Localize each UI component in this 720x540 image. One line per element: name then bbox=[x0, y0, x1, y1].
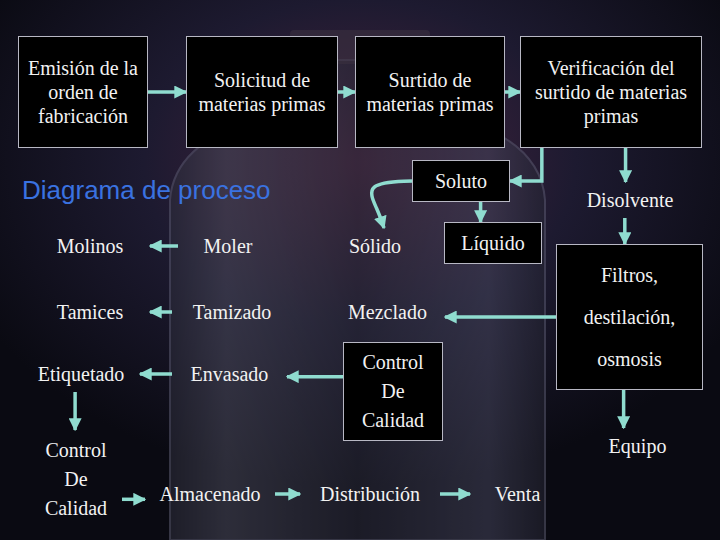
node-label: Almacenado bbox=[159, 482, 260, 506]
node-label: Moler bbox=[204, 234, 253, 258]
process-step: Moler bbox=[178, 228, 278, 264]
node-label: Envasado bbox=[191, 362, 269, 386]
node-label: Filtros, destilación, osmosis bbox=[563, 254, 696, 380]
flow-arrow bbox=[73, 392, 77, 430]
process-box: Surtido de materias primas bbox=[355, 36, 505, 148]
node-label: Molinos bbox=[57, 234, 124, 258]
process-step: Envasado bbox=[172, 356, 287, 392]
flow-arrow bbox=[372, 181, 412, 228]
flow-arrow bbox=[150, 244, 178, 248]
diagram-title: Diagrama de proceso bbox=[22, 174, 271, 206]
node-label: Soluto bbox=[435, 169, 487, 193]
process-box: Verificación del surtido de materias pri… bbox=[520, 36, 702, 148]
node-label: Distribución bbox=[320, 482, 420, 506]
node-label: Mezclado bbox=[348, 300, 427, 324]
flow-arrow bbox=[440, 492, 470, 496]
node-label: Surtido de materias primas bbox=[362, 68, 498, 116]
process-box: Líquido bbox=[444, 222, 542, 264]
node-label: Sólido bbox=[349, 234, 401, 258]
node-label: Tamices bbox=[57, 300, 123, 324]
node-label: Control De Calidad bbox=[350, 348, 436, 435]
process-step: Almacenado bbox=[145, 476, 275, 512]
process-box: Control De Calidad bbox=[343, 342, 443, 441]
process-step: Venta bbox=[470, 476, 565, 512]
process-box: Solicitud de materias primas bbox=[186, 36, 338, 148]
node-label: Solicitud de materias primas bbox=[193, 68, 331, 116]
flow-arrow bbox=[622, 390, 626, 428]
process-step: Distribución bbox=[300, 476, 440, 512]
process-step: Molinos bbox=[30, 228, 150, 264]
flow-arrow bbox=[623, 218, 627, 244]
flow-arrow bbox=[150, 310, 172, 314]
flow-arrow bbox=[624, 148, 628, 182]
process-box: Filtros, destilación, osmosis bbox=[556, 244, 703, 390]
process-step: Sólido bbox=[330, 228, 420, 264]
node-label: Equipo bbox=[609, 434, 667, 458]
process-step: Etiquetado bbox=[22, 356, 140, 392]
node-label: Venta bbox=[495, 482, 541, 506]
flow-arrow bbox=[140, 372, 172, 376]
flow-arrow bbox=[338, 90, 355, 94]
process-step: Tamizado bbox=[172, 294, 292, 330]
process-step: Mezclado bbox=[330, 294, 445, 330]
node-label: Líquido bbox=[461, 231, 524, 255]
flow-arrow bbox=[510, 148, 542, 181]
flow-arrow bbox=[505, 90, 520, 94]
flow-arrow bbox=[122, 498, 145, 502]
node-label: Disolvente bbox=[587, 188, 674, 212]
process-step: Tamices bbox=[30, 294, 150, 330]
process-box: Soluto bbox=[412, 160, 510, 202]
flow-arrow bbox=[275, 492, 300, 496]
flow-arrow bbox=[148, 90, 186, 94]
node-label: Emisión de la orden de fabricación bbox=[25, 56, 141, 128]
node-label: Verificación del surtido de materias pri… bbox=[527, 56, 695, 128]
process-step: Control De Calidad bbox=[30, 430, 122, 529]
node-label: Etiquetado bbox=[38, 362, 125, 386]
node-label: Tamizado bbox=[193, 300, 272, 324]
process-step: Disolvente bbox=[565, 182, 695, 218]
flow-arrow bbox=[479, 202, 483, 222]
process-step: Equipo bbox=[580, 428, 695, 464]
node-label: Control De Calidad bbox=[36, 436, 116, 523]
flow-arrow bbox=[287, 375, 343, 379]
flow-arrow bbox=[445, 315, 556, 319]
process-box: Emisión de la orden de fabricación bbox=[18, 36, 148, 148]
